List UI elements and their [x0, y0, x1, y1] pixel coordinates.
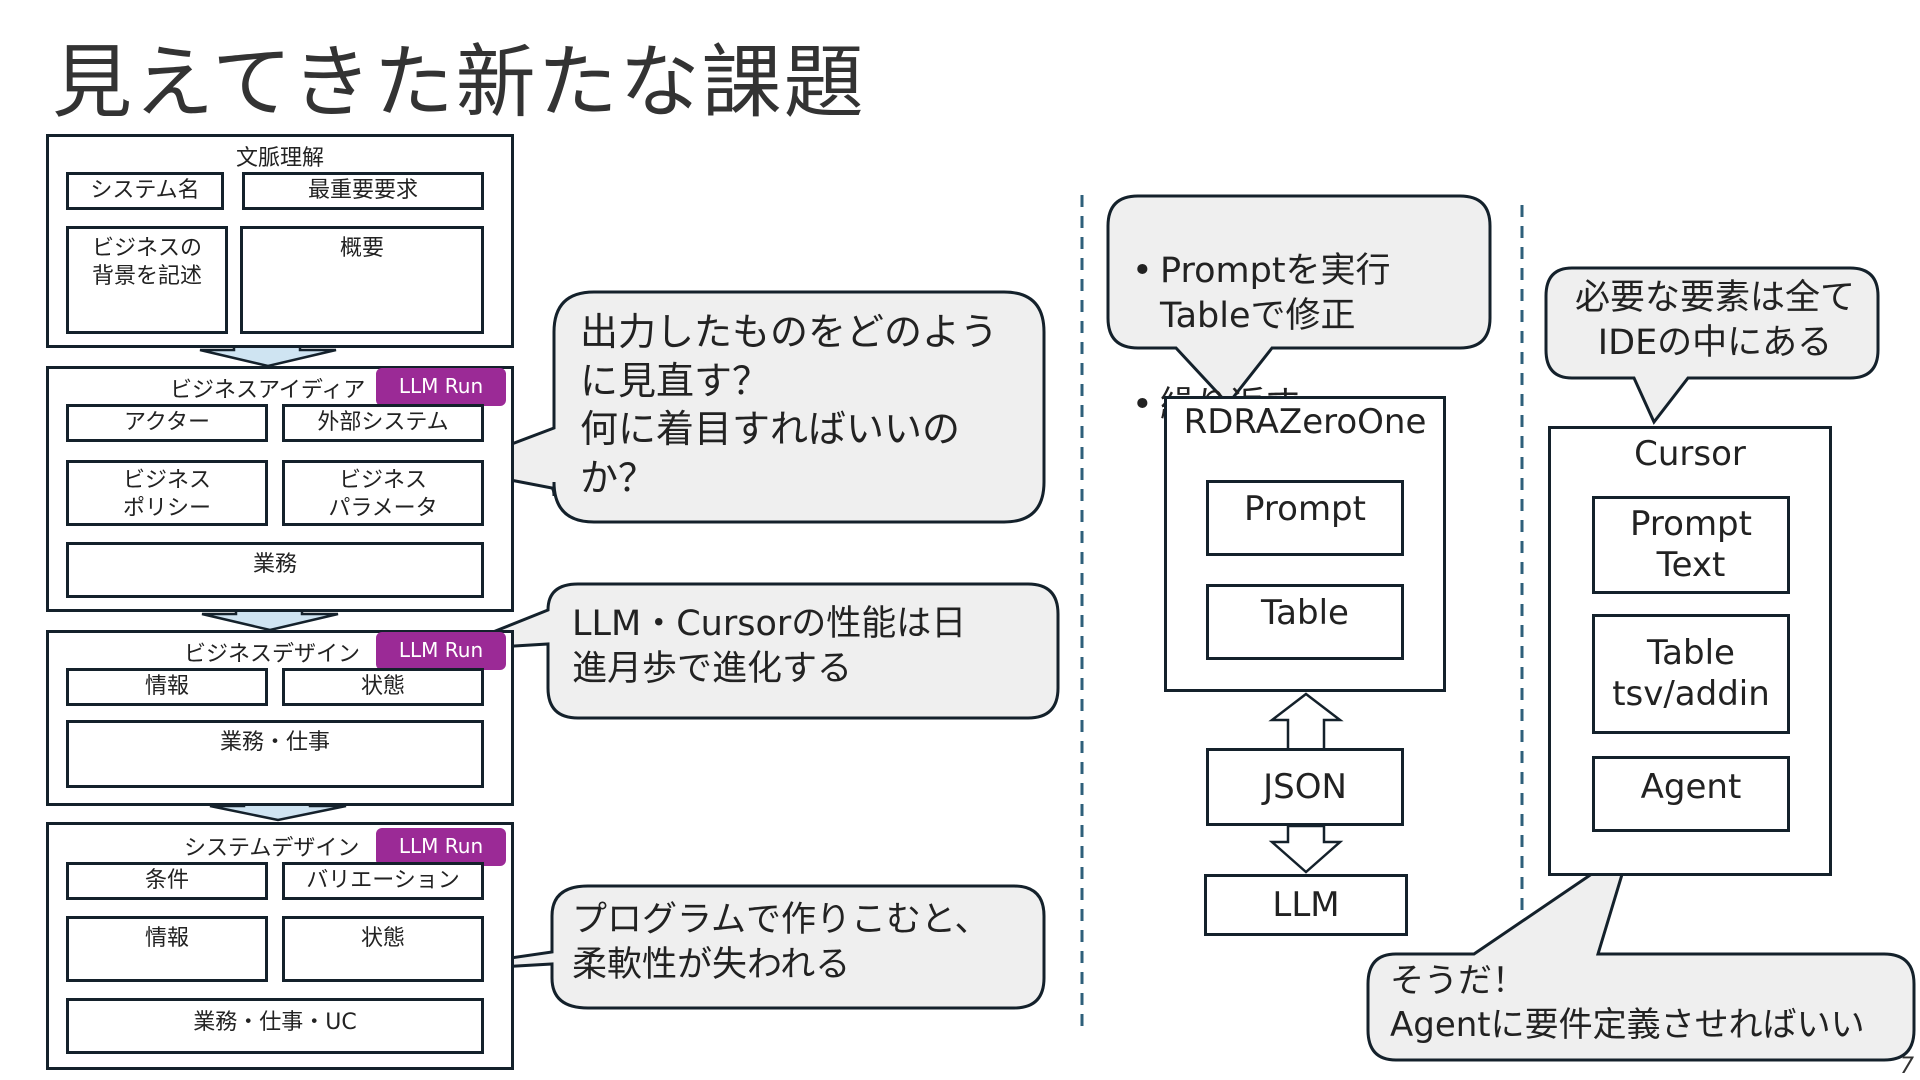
- prompt-text-box: Prompt Text: [1592, 496, 1790, 594]
- cursor-label: Cursor: [1634, 434, 1746, 474]
- business-idea-label: ビジネスアイディア: [170, 378, 366, 403]
- actor-box: アクター: [66, 404, 268, 442]
- callout-ide-text: 必要な要素は全て IDEの中にある: [1574, 278, 1855, 363]
- callout-review-text: 出力したものをどのよう に見直す？ 何に着目すればいいの か？: [580, 310, 999, 500]
- llm-box: LLM: [1204, 874, 1408, 936]
- callout-performance-text: LLM・Cursorの性能は日 進月歩で進化する: [572, 604, 967, 689]
- callout-answer-text: そうだ！ Agentに要件定義させればいい: [1390, 961, 1865, 1045]
- llm-run-badge-3: LLM Run: [376, 828, 506, 866]
- callout-answer-shape: [1366, 844, 1916, 1062]
- arrow-json-llm: [1268, 824, 1344, 874]
- sd-operations-uc-box: 業務・仕事・UC: [66, 998, 484, 1054]
- bd-information-box: 情報: [66, 668, 268, 706]
- sd-information-box: 情報: [66, 916, 268, 982]
- callout-ide-shape: [1544, 266, 1880, 425]
- callout-flexibility-text: プログラムで作りこむと、 柔軟性が失われる: [572, 900, 990, 985]
- operations-box: 業務: [66, 542, 484, 598]
- rdrazeroone-label: RDRAZeroOne: [1183, 402, 1427, 442]
- business-design-label: ビジネスデザイン: [184, 642, 361, 667]
- sd-state-box: 状態: [282, 916, 484, 982]
- external-system-box: 外部システム: [282, 404, 484, 442]
- business-background-box: ビジネスの 背景を記述: [66, 226, 228, 334]
- sd-condition-box: 条件: [66, 862, 268, 900]
- middle-table-box: Table: [1206, 584, 1404, 660]
- callout-performance-shape: [447, 582, 1060, 720]
- middle-bullet-list: Promptを実行 Tableで修正 繰り返す: [1132, 204, 1482, 473]
- top-requirement-box: 最重要要求: [242, 172, 484, 210]
- callout-review-shape: [442, 290, 1046, 524]
- business-policy-box: ビジネス ポリシー: [66, 460, 268, 526]
- business-parameter-box: ビジネス パラメータ: [282, 460, 484, 526]
- middle-prompt-box: Prompt: [1206, 480, 1404, 556]
- sd-variation-box: バリエーション: [282, 862, 484, 900]
- agent-box: Agent: [1592, 756, 1790, 832]
- bd-operations-work-box: 業務・仕事: [66, 720, 484, 788]
- overview-box: 概要: [240, 226, 484, 334]
- table-tsv-box: Table tsv/addin: [1592, 614, 1790, 734]
- json-box: JSON: [1206, 748, 1404, 826]
- bullet-run-prompt: Promptを実行 Tableで修正: [1132, 249, 1482, 339]
- page-number: 7: [1900, 1054, 1914, 1079]
- system-design-label: システムデザイン: [184, 836, 360, 861]
- context-label: 文脈理解: [235, 146, 324, 171]
- callout-flexibility-shape: [413, 884, 1046, 1010]
- system-name-box: システム名: [66, 172, 224, 210]
- slide-title: 見えてきた新たな課題: [52, 36, 866, 129]
- llm-run-badge-2: LLM Run: [376, 632, 506, 670]
- llm-run-badge-1: LLM Run: [376, 368, 506, 406]
- bd-state-box: 状態: [282, 668, 484, 706]
